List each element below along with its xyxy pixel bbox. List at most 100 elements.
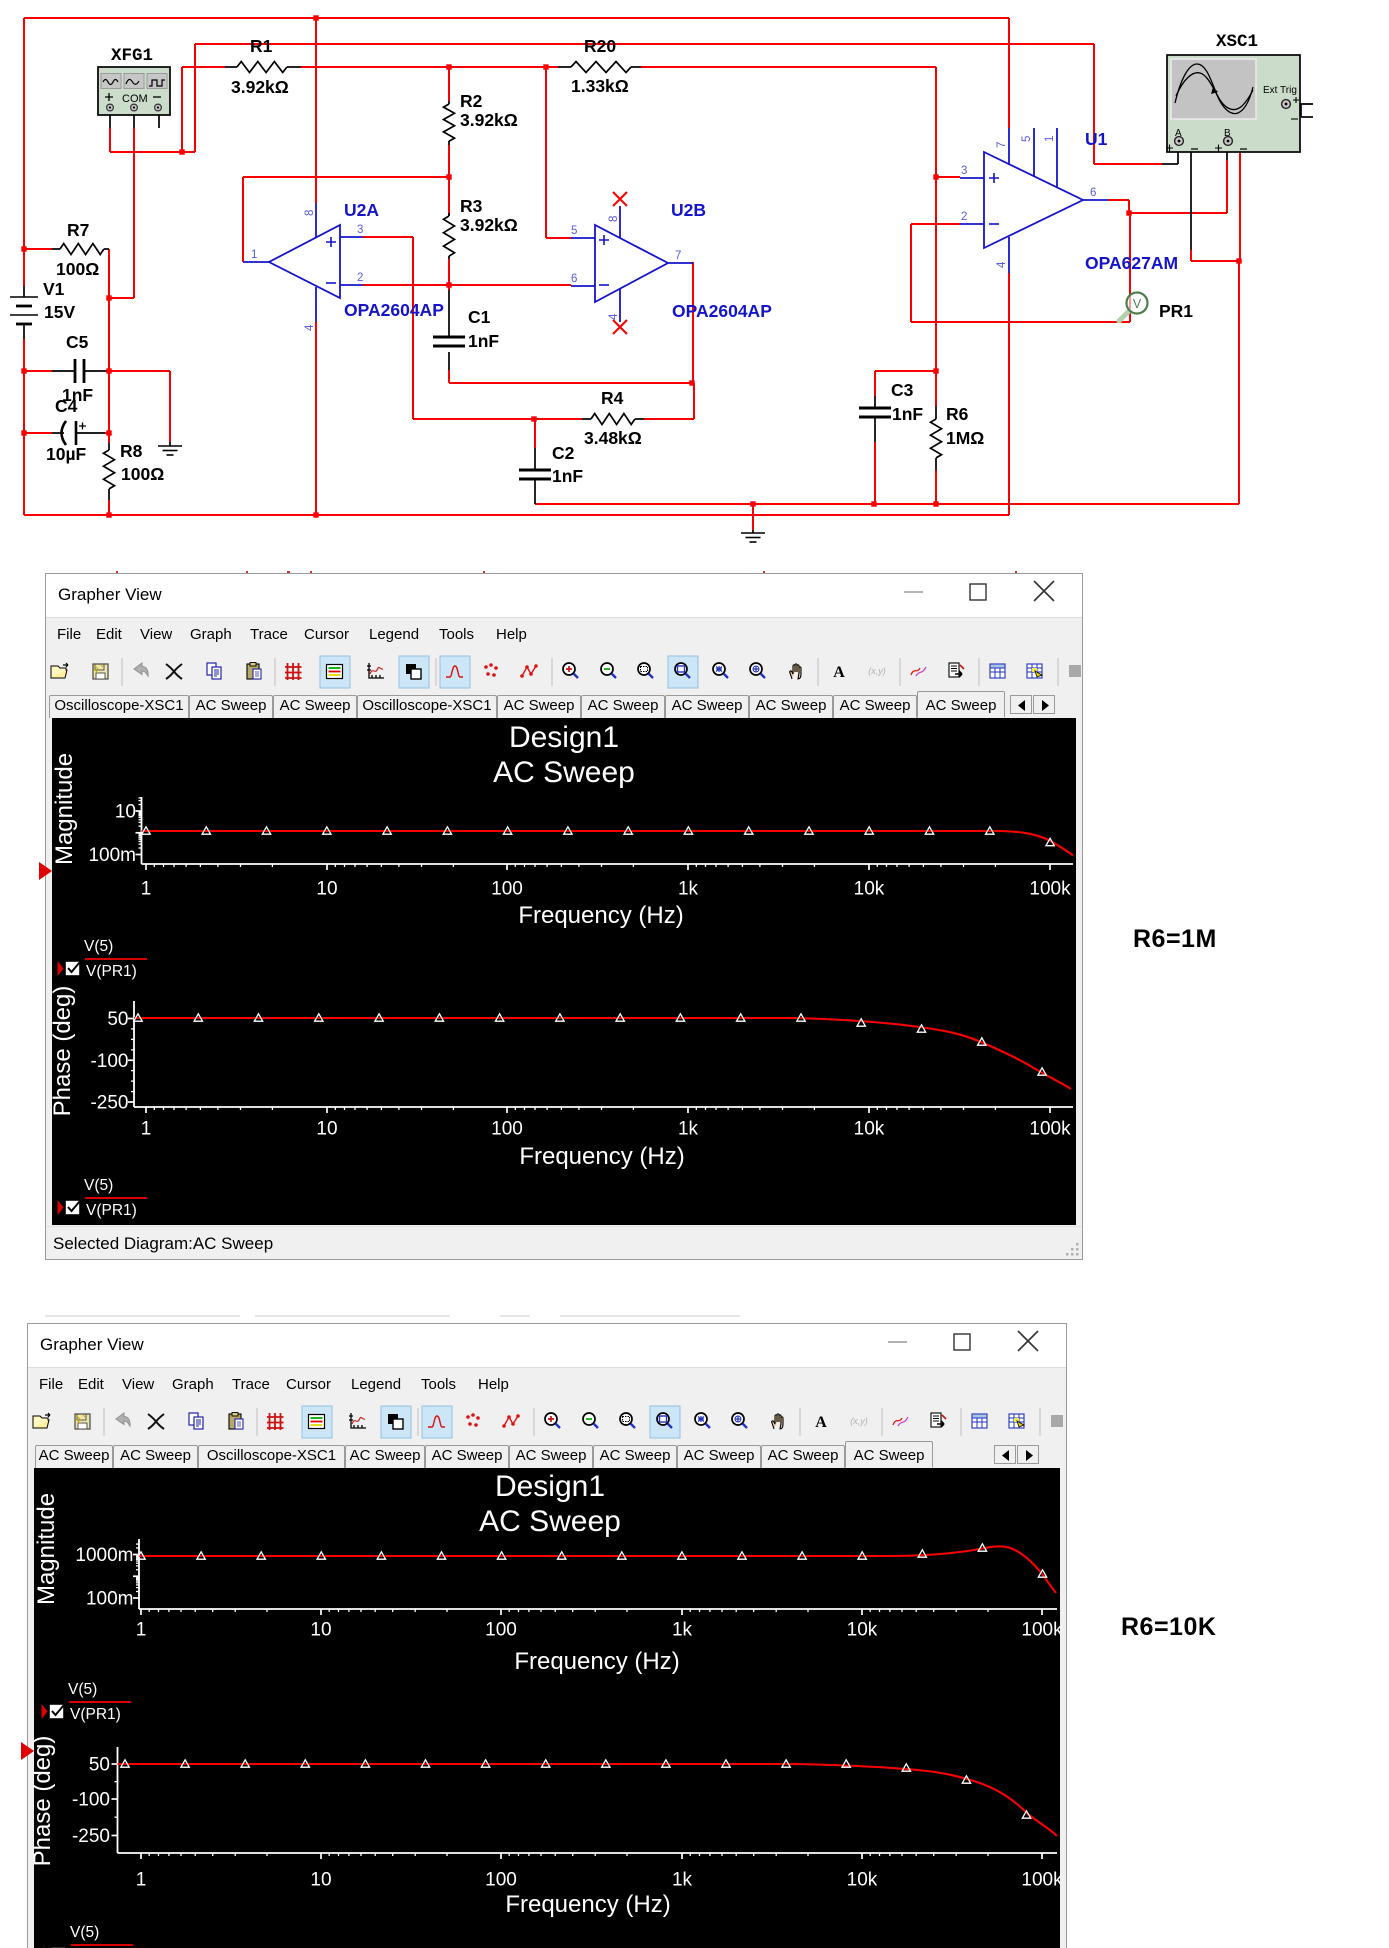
svg-text:10: 10 <box>115 802 136 823</box>
svg-text:Design1: Design1 <box>495 1470 605 1503</box>
svg-text:OPA2604AP: OPA2604AP <box>672 301 772 321</box>
svg-text:R2: R2 <box>460 91 483 111</box>
svg-text:3: 3 <box>357 224 363 236</box>
svg-text:1000m: 1000m <box>75 1545 133 1566</box>
svg-text:6: 6 <box>571 273 577 285</box>
svg-text:100k: 100k <box>1021 1870 1060 1891</box>
svg-text:C3: C3 <box>891 380 914 400</box>
svg-text:V(5): V(5) <box>84 938 113 955</box>
svg-text:V(PR1): V(PR1) <box>86 963 137 980</box>
svg-text:C5: C5 <box>66 332 89 352</box>
svg-text:3.92kΩ: 3.92kΩ <box>460 110 518 130</box>
svg-text:1MΩ: 1MΩ <box>946 428 984 448</box>
svg-text:10k: 10k <box>847 1870 878 1891</box>
svg-text:C1: C1 <box>468 307 491 327</box>
svg-text:B: B <box>1224 128 1231 139</box>
svg-text:Phase (deg): Phase (deg) <box>52 986 76 1117</box>
svg-text:10: 10 <box>316 1119 337 1140</box>
svg-text:V(5): V(5) <box>68 1681 97 1698</box>
svg-text:Magnitude: Magnitude <box>34 1493 60 1605</box>
svg-text:1k: 1k <box>672 1870 693 1891</box>
svg-text:10: 10 <box>310 1870 331 1891</box>
svg-text:Frequency (Hz): Frequency (Hz) <box>518 902 683 929</box>
svg-text:50: 50 <box>107 1009 128 1030</box>
svg-text:V: V <box>1133 297 1142 311</box>
svg-text:AC Sweep: AC Sweep <box>479 1505 621 1538</box>
svg-text:10k: 10k <box>854 879 885 900</box>
svg-text:R1: R1 <box>250 36 273 56</box>
svg-text:100: 100 <box>485 1870 517 1891</box>
svg-text:1: 1 <box>141 1119 152 1140</box>
svg-text:5: 5 <box>1021 136 1033 142</box>
svg-text:V(5): V(5) <box>84 1177 113 1194</box>
svg-text:10k: 10k <box>854 1119 885 1140</box>
svg-text:10: 10 <box>310 1620 331 1641</box>
svg-text:3.48kΩ: 3.48kΩ <box>584 428 642 448</box>
svg-text:AC Sweep: AC Sweep <box>493 756 635 789</box>
svg-text:10µF: 10µF <box>46 444 87 464</box>
svg-text:2: 2 <box>357 272 363 284</box>
svg-text:100: 100 <box>485 1620 517 1641</box>
svg-text:6: 6 <box>1090 187 1096 199</box>
svg-text:V1: V1 <box>43 279 65 299</box>
svg-text:8: 8 <box>304 210 316 216</box>
svg-text:V(5): V(5) <box>70 1924 99 1941</box>
svg-text:100m: 100m <box>86 1589 134 1610</box>
svg-text:1.33kΩ: 1.33kΩ <box>571 76 629 96</box>
svg-text:1k: 1k <box>678 1119 699 1140</box>
svg-text:R8: R8 <box>120 441 143 461</box>
svg-text:8: 8 <box>608 216 620 222</box>
svg-text:Frequency (Hz): Frequency (Hz) <box>514 1648 679 1675</box>
svg-text:Design1: Design1 <box>509 721 619 754</box>
svg-text:Magnitude: Magnitude <box>52 753 78 865</box>
svg-text:A: A <box>1175 128 1182 139</box>
svg-text:1: 1 <box>136 1620 147 1641</box>
svg-text:10: 10 <box>316 879 337 900</box>
svg-text:15V: 15V <box>44 302 75 322</box>
svg-text:(x,y): (x,y) <box>850 1416 868 1426</box>
svg-text:C4: C4 <box>55 396 78 416</box>
svg-text:COM: COM <box>122 93 148 105</box>
svg-text:XFG1: XFG1 <box>111 46 153 66</box>
svg-text:1nF: 1nF <box>468 331 499 351</box>
svg-text:7: 7 <box>996 142 1008 148</box>
svg-text:Frequency (Hz): Frequency (Hz) <box>505 1891 670 1918</box>
svg-text:R3: R3 <box>460 196 483 216</box>
svg-text:10k: 10k <box>847 1620 878 1641</box>
svg-text:50: 50 <box>89 1755 110 1776</box>
svg-text:U1: U1 <box>1085 129 1108 149</box>
svg-text:A: A <box>815 1414 827 1431</box>
svg-text:3: 3 <box>961 165 967 177</box>
svg-text:2: 2 <box>961 211 967 223</box>
svg-text:100k: 100k <box>1029 879 1071 900</box>
svg-text:100Ω: 100Ω <box>56 259 99 279</box>
svg-text:5: 5 <box>571 225 577 237</box>
svg-text:(x,y): (x,y) <box>868 666 886 676</box>
svg-text:7: 7 <box>675 250 681 262</box>
svg-text:R7: R7 <box>67 220 89 240</box>
svg-text:PR1: PR1 <box>1159 301 1193 321</box>
svg-text:C2: C2 <box>552 443 575 463</box>
svg-text:1: 1 <box>251 249 257 261</box>
svg-text:OPA627AM: OPA627AM <box>1085 253 1178 273</box>
svg-text:XSC1: XSC1 <box>1216 32 1258 52</box>
svg-text:4: 4 <box>608 313 620 320</box>
svg-text:R20: R20 <box>584 36 616 56</box>
svg-text:1nF: 1nF <box>892 404 923 424</box>
svg-text:3.92kΩ: 3.92kΩ <box>231 77 289 97</box>
svg-text:U2A: U2A <box>344 200 379 220</box>
svg-text:4: 4 <box>996 261 1008 268</box>
svg-text:1k: 1k <box>672 1620 693 1641</box>
svg-text:A: A <box>833 664 845 681</box>
svg-text:Phase (deg): Phase (deg) <box>34 1736 56 1867</box>
svg-text:100k: 100k <box>1021 1620 1060 1641</box>
svg-text:V(PR1): V(PR1) <box>86 1202 137 1219</box>
svg-text:100m: 100m <box>88 845 136 866</box>
svg-text:1: 1 <box>141 879 152 900</box>
svg-text:100: 100 <box>491 879 523 900</box>
svg-text:-250: -250 <box>72 1826 110 1847</box>
svg-text:1k: 1k <box>678 879 699 900</box>
svg-text:V(PR1): V(PR1) <box>70 1706 121 1723</box>
svg-text:1: 1 <box>136 1870 147 1891</box>
svg-text:100: 100 <box>491 1119 523 1140</box>
